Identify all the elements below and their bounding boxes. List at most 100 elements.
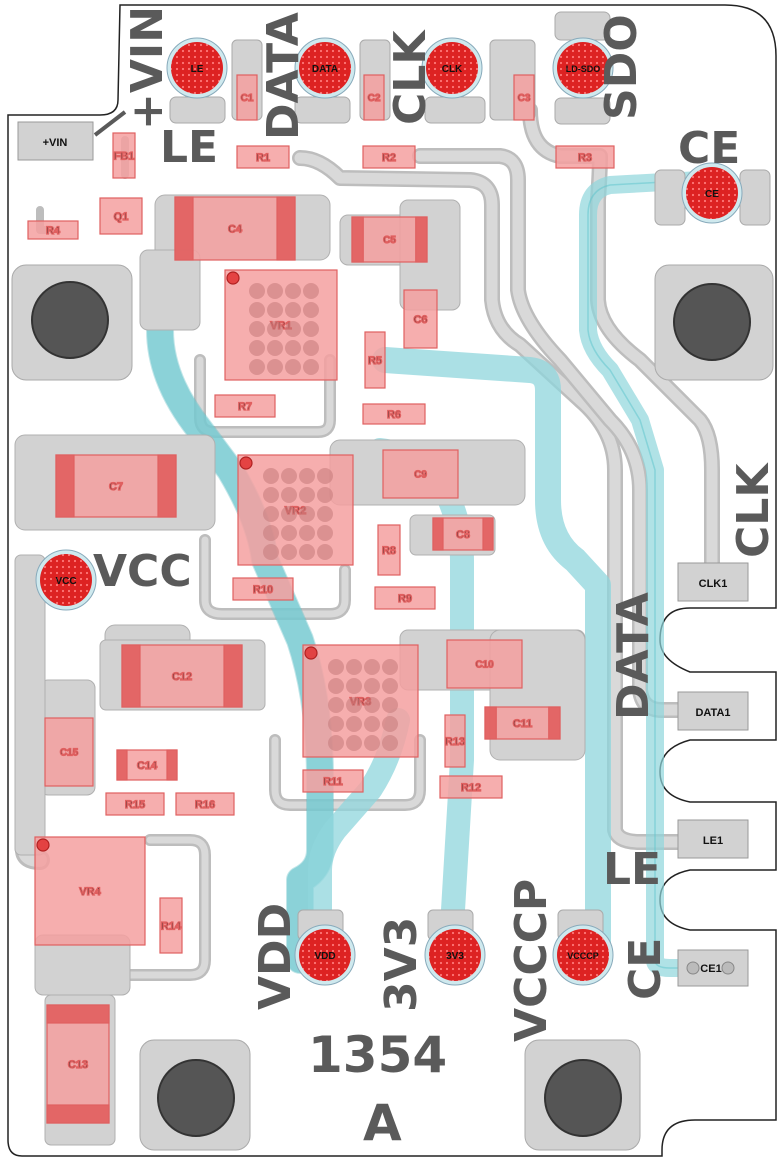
bga-ball (285, 321, 301, 337)
bga-ball (299, 525, 315, 541)
component-r10: R10 (232, 577, 294, 601)
component-label-fb1: FB1 (114, 150, 135, 162)
bga-ball (364, 735, 380, 751)
component-label-r9: R9 (398, 593, 412, 605)
silk-le-top: LE (160, 122, 218, 173)
silk-sdo: SDO (596, 14, 647, 120)
bga-ball (249, 283, 265, 299)
edge-pad-data1: DATA1 (677, 691, 749, 731)
bga-ball (263, 468, 279, 484)
component-c15: C15 (44, 717, 94, 787)
bga-ball (364, 697, 380, 713)
component-label-c14: C14 (137, 760, 158, 772)
edge-pad-vin: +VIN (17, 121, 94, 161)
component-r3: R3 (555, 145, 615, 169)
test-point-vcccp: VCCCP (552, 924, 614, 986)
bga-ball (382, 697, 398, 713)
edge-pads: +VIN CLK1 DATA1 LE1 CE1 (17, 121, 749, 987)
silk-vcccp: VCCCP (506, 879, 557, 1042)
component-label-c2: C2 (368, 93, 381, 104)
component-c5: C5 (351, 216, 428, 263)
regulator-bga-balls (249, 283, 398, 751)
components: C1C2C3R1R2R3FB1Q1R4C4C5C6VR1R5R7R6C7C9VR… (27, 74, 615, 1124)
bga-ball (285, 359, 301, 375)
silk-vin: +VIN (122, 6, 173, 130)
bga-ball (303, 340, 319, 356)
pin1-marker-vr2 (239, 456, 253, 470)
component-label-c3: C3 (518, 93, 531, 104)
mounting-holes (11, 264, 774, 1151)
bga-ball (364, 678, 380, 694)
component-label-c5: C5 (383, 235, 396, 246)
edge-pad-vin-label: +VIN (43, 137, 68, 149)
mounting-hole-br (524, 1039, 641, 1151)
component-r8: R8 (377, 524, 401, 576)
component-label-c11: C11 (513, 718, 533, 730)
component-c14: C14 (116, 749, 178, 781)
edge-pad-le1-label: LE1 (703, 835, 723, 847)
component-r14: R14 (159, 897, 183, 954)
bga-ball (299, 544, 315, 560)
edge-pad-ce1-label: CE1 (700, 963, 721, 975)
edge-pad-clk1-label: CLK1 (699, 578, 728, 590)
bga-ball (303, 302, 319, 318)
bga-ball (346, 678, 362, 694)
bga-ball (249, 359, 265, 375)
silk-vdd: VDD (250, 903, 301, 1010)
component-vr4: VR4 (34, 836, 146, 946)
component-c12: C12 (121, 644, 243, 708)
component-r9: R9 (374, 586, 436, 610)
mounting-hole-tr (654, 264, 774, 381)
test-point-label-ce: CE (705, 189, 719, 200)
component-label-c8: C8 (456, 529, 470, 541)
bga-ball (303, 359, 319, 375)
component-c13: C13 (46, 1004, 110, 1124)
bga-ball (267, 359, 283, 375)
test-point-label-le: LE (191, 64, 204, 75)
component-r16: R16 (175, 792, 235, 816)
bga-ball (281, 506, 297, 522)
bga-ball (382, 678, 398, 694)
bga-ball (285, 340, 301, 356)
component-r12: R12 (439, 775, 503, 799)
component-r6: R6 (362, 403, 426, 425)
component-c9: C9 (382, 449, 459, 499)
bga-ball (249, 302, 265, 318)
component-r7: R7 (214, 394, 276, 418)
silk-vin-divider (93, 110, 127, 137)
component-label-c15: C15 (60, 748, 79, 759)
bga-ball (267, 321, 283, 337)
silk-ce-top: CE (678, 123, 740, 174)
edge-pad-le1: LE1 (677, 819, 749, 859)
test-point-label-clk: CLK (442, 64, 463, 75)
component-label-r5: R5 (368, 355, 382, 367)
bga-ball (249, 321, 265, 337)
component-c8: C8 (432, 517, 494, 551)
component-c1: C1 (236, 74, 258, 121)
bga-ball (317, 544, 333, 560)
silk-ce-side: CE (620, 938, 671, 1000)
test-point-label-v3v3: 3V3 (446, 951, 464, 962)
bga-ball (382, 716, 398, 732)
component-label-r13: R13 (445, 736, 465, 748)
test-point-label-vcc: VCC (55, 576, 76, 587)
component-label-r16: R16 (195, 799, 215, 811)
component-label-r14: R14 (161, 920, 182, 932)
silk-vcc: VCC (93, 546, 192, 597)
component-r15: R15 (105, 792, 165, 816)
component-label-c13: C13 (68, 1059, 88, 1071)
test-point-v3v3: 3V3 (424, 924, 486, 986)
pin1-marker-vr3 (304, 646, 318, 660)
component-fb1: FB1 (112, 132, 136, 179)
component-c4: C4 (174, 196, 296, 261)
bga-ball (364, 659, 380, 675)
silk-data-side: DATA (608, 592, 659, 720)
bga-ball (263, 506, 279, 522)
bga-ball (285, 283, 301, 299)
bga-ball (317, 487, 333, 503)
component-label-c6: C6 (413, 314, 427, 326)
component-label-r2: R2 (382, 152, 396, 164)
bga-ball (328, 735, 344, 751)
